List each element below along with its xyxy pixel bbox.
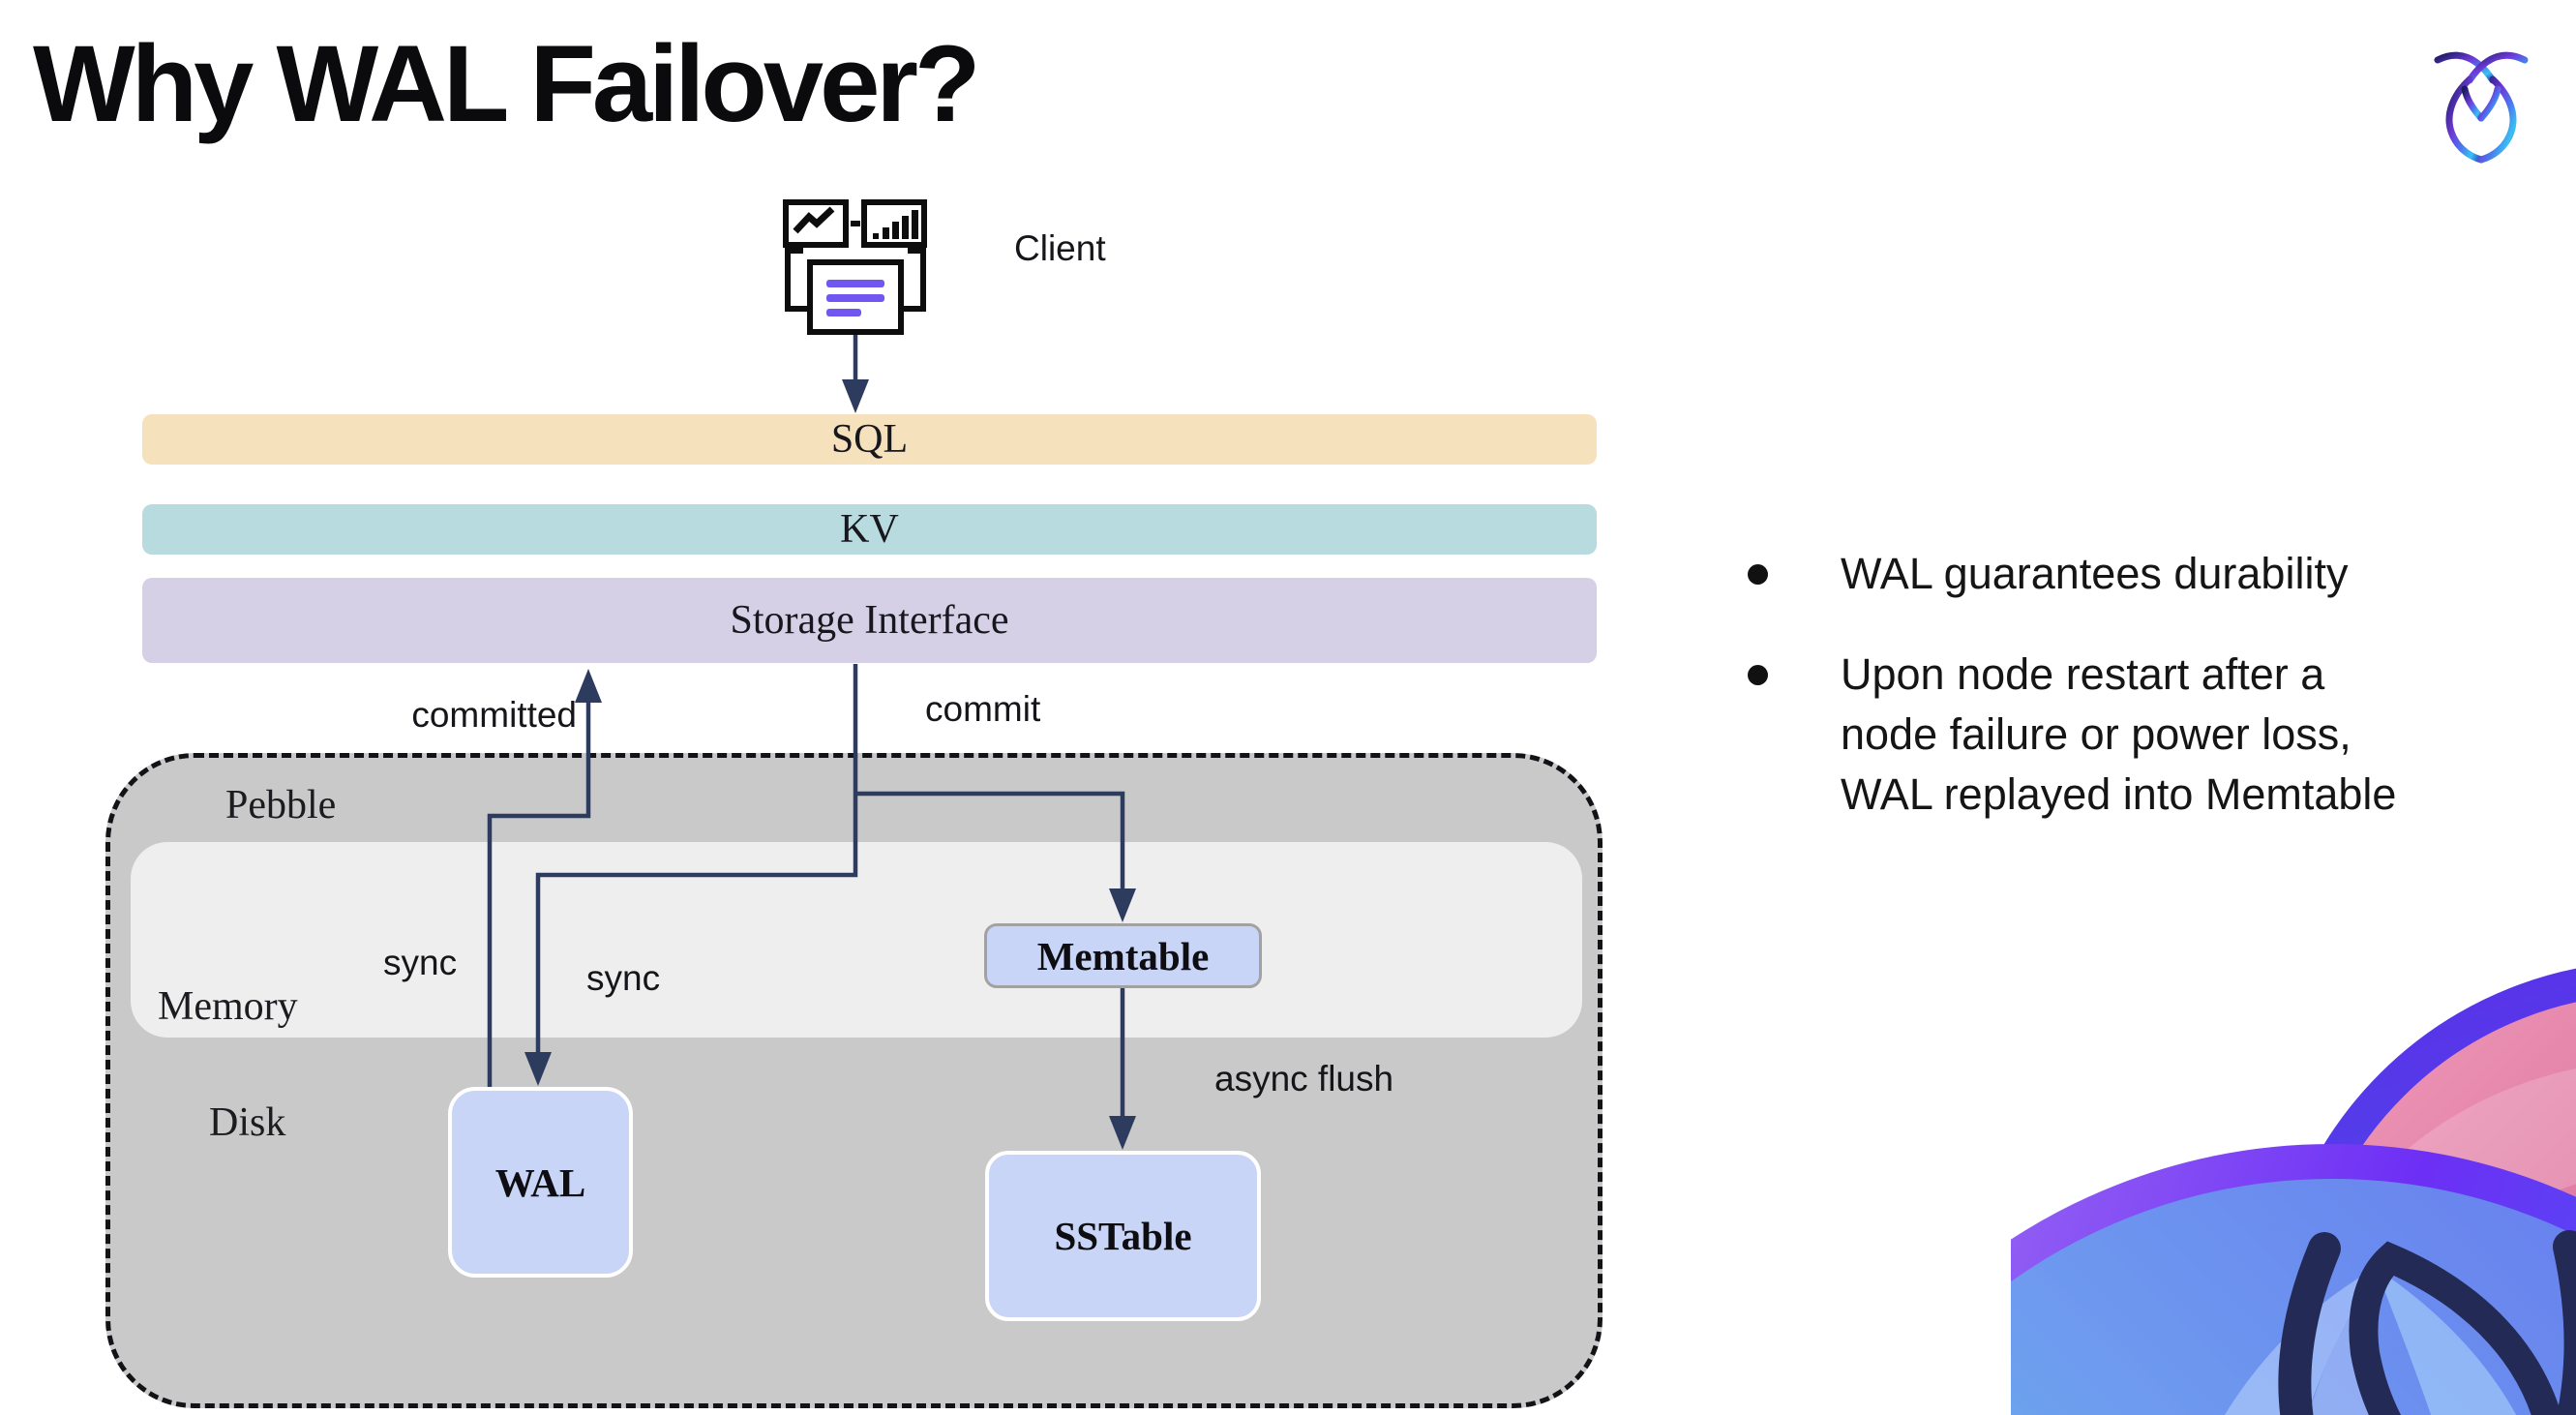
sync-left-label: sync [383, 943, 458, 982]
disk-label: Disk [209, 1100, 286, 1145]
bullet-text: WAL guarantees durability [1841, 549, 2349, 598]
memtable-box: Memtable [984, 923, 1262, 988]
layer-storage-interface: Storage Interface [142, 578, 1597, 663]
layer-kv-label: KV [840, 507, 899, 552]
bullet-text: Upon node restart after a node failure o… [1841, 649, 2397, 819]
layer-sql-label: SQL [830, 417, 909, 462]
client-terminal-icon [783, 199, 927, 335]
layer-sql: SQL [142, 414, 1597, 465]
arrowhead-committed [575, 669, 602, 703]
bullet-dot-icon [1748, 665, 1768, 685]
async-flush-label: async flush [1214, 1059, 1394, 1099]
commit-label: commit [925, 689, 1041, 729]
cockroachdb-nebula-art-icon [2011, 968, 2576, 1415]
memory-region [131, 842, 1582, 1038]
bullet-item: WAL guarantees durability [1732, 544, 2400, 604]
committed-label: committed [411, 695, 577, 735]
wal-label: WAL [494, 1159, 586, 1205]
sstable-box: SSTable [985, 1151, 1261, 1321]
memory-label: Memory [158, 984, 298, 1029]
pebble-label: Pebble [225, 783, 337, 828]
bullet-dot-icon [1748, 564, 1768, 585]
page-title: Why WAL Failover? [33, 23, 980, 144]
bullet-item: Upon node restart after a node failure o… [1732, 645, 2400, 825]
client-label: Client [1014, 228, 1106, 268]
sstable-label: SSTable [1054, 1214, 1192, 1258]
layer-storage-label: Storage Interface [730, 598, 1009, 643]
bullet-list: WAL guarantees durability Upon node rest… [1732, 544, 2400, 825]
sync-right-label: sync [586, 958, 661, 998]
arrowhead-client [842, 379, 869, 413]
wal-box: WAL [448, 1087, 633, 1278]
memtable-label: Memtable [1036, 933, 1210, 978]
cockroachdb-logo-icon [2434, 51, 2529, 164]
layer-kv: KV [142, 504, 1597, 555]
